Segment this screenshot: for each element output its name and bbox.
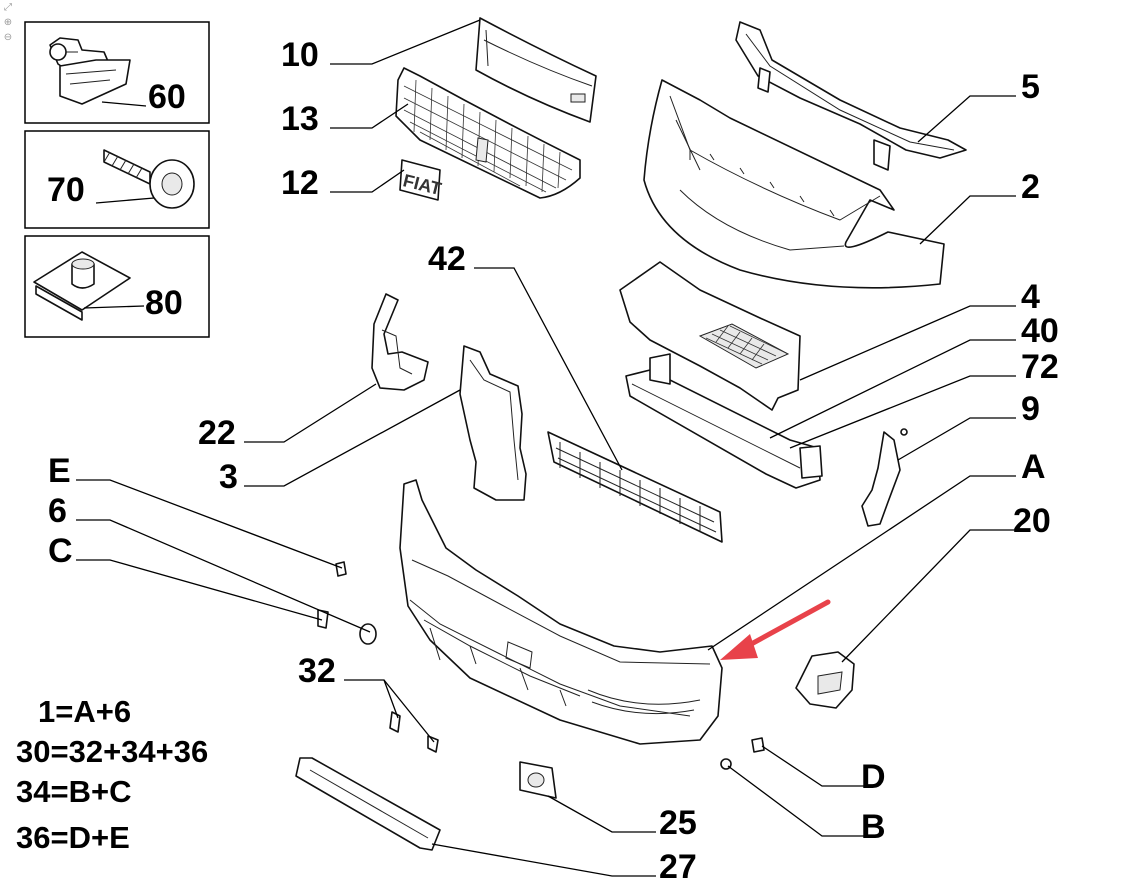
callout-60: 60	[148, 78, 186, 116]
callout-70: 70	[47, 171, 85, 209]
callout-12: 12	[281, 164, 319, 202]
callout-D: D	[861, 758, 886, 796]
inset-box-80: 80	[24, 235, 210, 338]
inset-box-70: 70	[24, 130, 210, 229]
callout-10: 10	[281, 36, 319, 74]
zoom-reset-icon[interactable]: ⤢	[4, 2, 12, 13]
callout-A: A	[1021, 448, 1046, 486]
formula-1: 1=A+6	[38, 694, 131, 729]
part-3-wheelarch-bracket	[459, 345, 527, 501]
assembly-formulas: 1=A+6 30=32+34+36 34=B+C 36=D+E	[16, 694, 208, 855]
part-22-side-bracket	[371, 293, 429, 391]
part-13-grille	[395, 67, 581, 199]
part-9-bracket	[861, 428, 908, 527]
part-A-bumper-shell	[399, 479, 723, 745]
callout-5: 5	[1021, 68, 1040, 106]
callout-80: 80	[145, 284, 183, 322]
callout-27: 27	[659, 848, 697, 886]
callout-6: 6	[48, 492, 67, 530]
part-42-absorber	[547, 431, 723, 543]
formula-30: 30=32+34+36	[16, 734, 208, 769]
leader-lines	[76, 19, 1016, 877]
zoom-toolbar: ⤢ ⊕ ⊖	[2, 2, 16, 47]
zoom-out-icon[interactable]: ⊖	[3, 32, 13, 43]
callout-2: 2	[1021, 168, 1040, 206]
callout-labels: 10 13 12 5 2 42 4 40 72 9 A 20 22 3 E 6 …	[48, 36, 1059, 886]
part-20-foglamp	[795, 651, 855, 709]
callout-9: 9	[1021, 390, 1040, 428]
part-25-tow-cover	[519, 761, 557, 799]
part-12-badge: FIAT	[399, 159, 443, 201]
callout-72: 72	[1021, 348, 1059, 386]
part-4-carrier	[619, 261, 801, 411]
part-10-plate-support	[475, 17, 597, 123]
callout-22: 22	[198, 414, 236, 452]
part-5-upper-beam	[735, 21, 967, 171]
callout-32: 32	[298, 652, 336, 690]
callout-B: B	[861, 808, 886, 846]
part-2-upper-panel	[643, 79, 945, 289]
callout-25: 25	[659, 804, 697, 842]
highlight-arrow	[720, 599, 831, 660]
callout-E: E	[48, 452, 71, 490]
callout-42: 42	[428, 240, 466, 278]
formula-34: 34=B+C	[16, 774, 131, 809]
part-27-spoiler	[295, 757, 441, 851]
zoom-in-icon[interactable]: ⊕	[3, 17, 13, 28]
callout-C: C	[48, 532, 73, 570]
callout-20: 20	[1013, 502, 1051, 540]
callout-3: 3	[219, 458, 238, 496]
inset-box-60: 60	[24, 21, 210, 124]
formula-36: 36=D+E	[16, 820, 130, 855]
part-40-lower-beam	[625, 353, 823, 489]
callout-4: 4	[1021, 278, 1040, 316]
callout-40: 40	[1021, 312, 1059, 350]
callout-13: 13	[281, 100, 319, 138]
